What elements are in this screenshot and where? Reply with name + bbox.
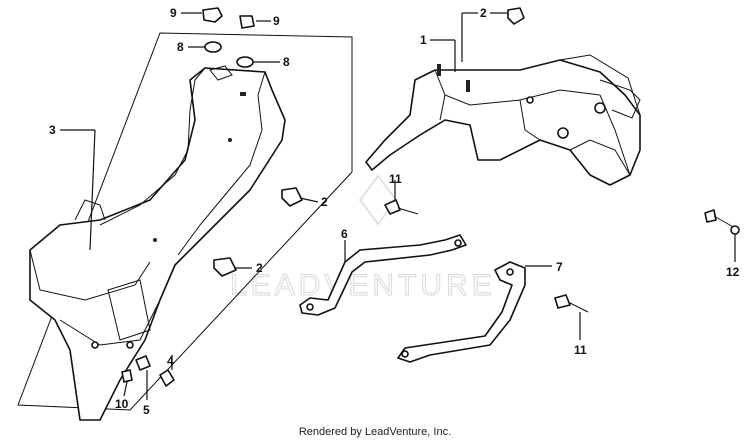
stay-bar-7-part	[397, 261, 526, 363]
callout-11b: 11	[574, 343, 587, 357]
render-credit: Rendered by LeadVenture, Inc.	[298, 426, 452, 438]
watermark-logo: LEADVENTURE	[230, 174, 496, 303]
callout-2a: 2	[480, 6, 487, 20]
callout-2b: 2	[321, 195, 328, 209]
stay-bar-6-part	[299, 234, 467, 316]
watermark-text: LEADVENTURE	[230, 269, 496, 302]
rear-fender-part	[29, 65, 286, 421]
callout-11a: 11	[389, 172, 402, 186]
callout-10: 10	[115, 397, 129, 411]
hardware-parts	[121, 7, 740, 387]
callout-9a: 9	[170, 6, 177, 20]
leader-lines	[60, 12, 736, 400]
group-boundary	[17, 32, 353, 411]
callout-9b: 9	[273, 14, 280, 28]
callout-12: 12	[726, 265, 740, 279]
callout-8b: 8	[283, 55, 290, 69]
callout-2c: 2	[256, 261, 263, 275]
frame-bracket-part	[365, 54, 641, 186]
callout-3: 3	[49, 123, 56, 137]
callout-7: 7	[556, 260, 563, 274]
callout-8a: 8	[177, 40, 184, 54]
callout-5: 5	[143, 403, 150, 417]
callout-labels: 9 9 8 8 3 1 2 2 2 11 6 7 11 12 4 5 10	[49, 6, 740, 417]
callout-6: 6	[341, 227, 348, 241]
callout-1: 1	[420, 33, 427, 47]
callout-4: 4	[167, 354, 174, 368]
